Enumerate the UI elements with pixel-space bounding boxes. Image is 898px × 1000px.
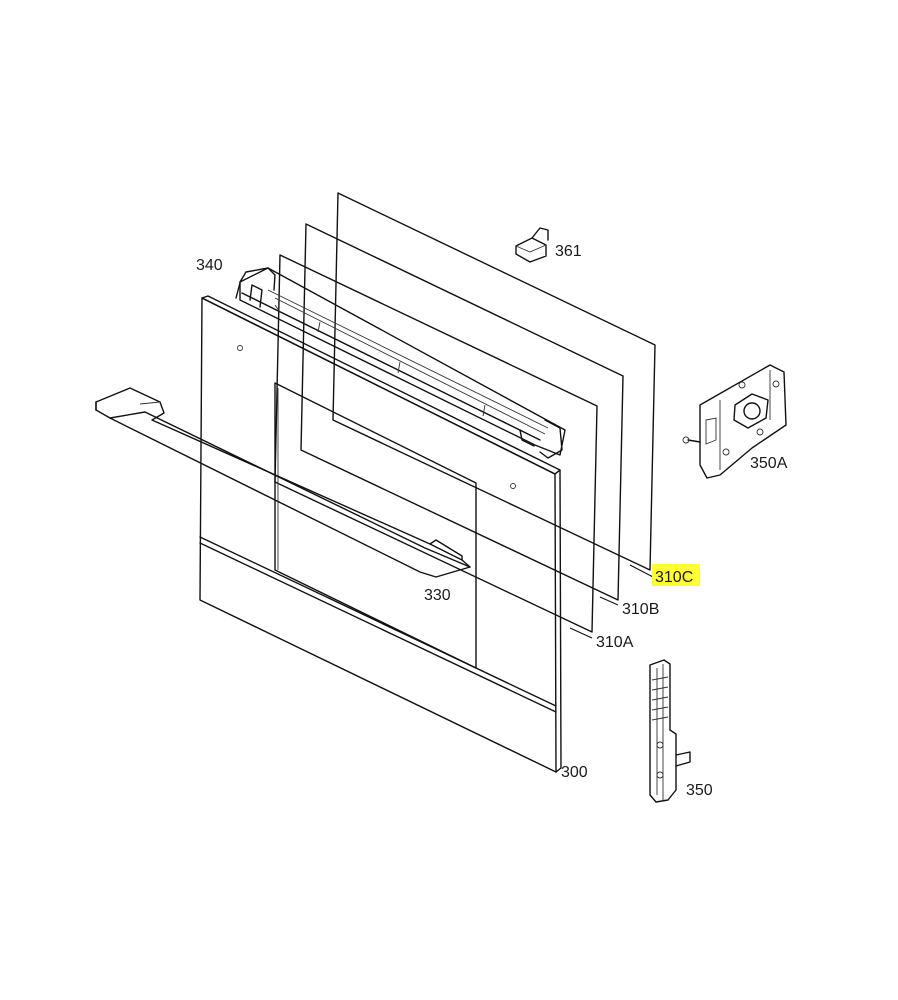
callout-350a: 350A [750, 455, 788, 472]
callout-330: 330 [424, 587, 451, 604]
bracket-361 [515, 227, 549, 263]
top-profile-340 [235, 267, 566, 459]
callout-310b: 310B [622, 601, 659, 618]
callout-300: 300 [561, 764, 588, 781]
glass-panel-310a [274, 254, 598, 633]
callout-310a: 310A [596, 634, 634, 651]
callout-361: 361 [555, 243, 582, 260]
glass-panel-310c [332, 192, 656, 571]
hinge-350 [649, 659, 691, 803]
callout-340: 340 [196, 257, 223, 274]
glass-panel-310b [300, 223, 624, 601]
handle-330 [95, 387, 471, 578]
highlight-310c [652, 564, 700, 586]
callout-310c: 310C [655, 569, 693, 586]
hinge-350a [682, 364, 787, 479]
outer-door-panel-300 [199, 295, 562, 773]
callout-350: 350 [686, 782, 713, 799]
